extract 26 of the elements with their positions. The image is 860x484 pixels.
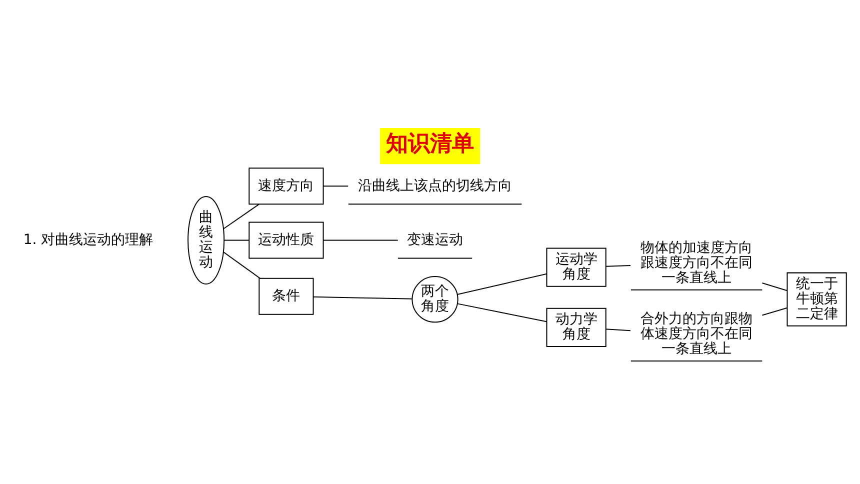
connector bbox=[456, 302, 548, 322]
connector bbox=[762, 306, 788, 316]
connector bbox=[605, 264, 631, 266]
node-ellipse: 曲线运动 bbox=[188, 195, 225, 284]
node-box: 统一于牛顿第二定律 bbox=[786, 272, 847, 326]
node-box: 运动性质 bbox=[248, 221, 324, 258]
node-text: 变速运动 bbox=[407, 231, 464, 248]
diagram-title: 知识清单 bbox=[386, 131, 474, 156]
connector bbox=[312, 296, 413, 299]
node-box: 速度方向 bbox=[248, 167, 324, 204]
connector bbox=[323, 239, 398, 240]
label: 1. 对曲线运动的理解 bbox=[23, 231, 154, 248]
connector bbox=[456, 272, 548, 294]
node-box: 动力学角度 bbox=[546, 307, 606, 346]
connector bbox=[223, 203, 260, 229]
connector bbox=[762, 282, 788, 291]
node-text: 沿曲线上该点的切线方向 bbox=[358, 177, 512, 194]
node-circle: 两个角度 bbox=[412, 276, 458, 322]
node-text: 合外力的方向跟物体速度方向不在同一条直线上 bbox=[640, 310, 753, 357]
node-box: 条件 bbox=[258, 277, 314, 314]
connector bbox=[224, 239, 250, 240]
connector bbox=[323, 185, 349, 186]
connector bbox=[223, 251, 261, 278]
node-text: 物体的加速度方向跟速度方向不在同一条直线上 bbox=[640, 239, 753, 286]
node-box: 运动学角度 bbox=[546, 247, 606, 286]
connector bbox=[605, 328, 631, 331]
